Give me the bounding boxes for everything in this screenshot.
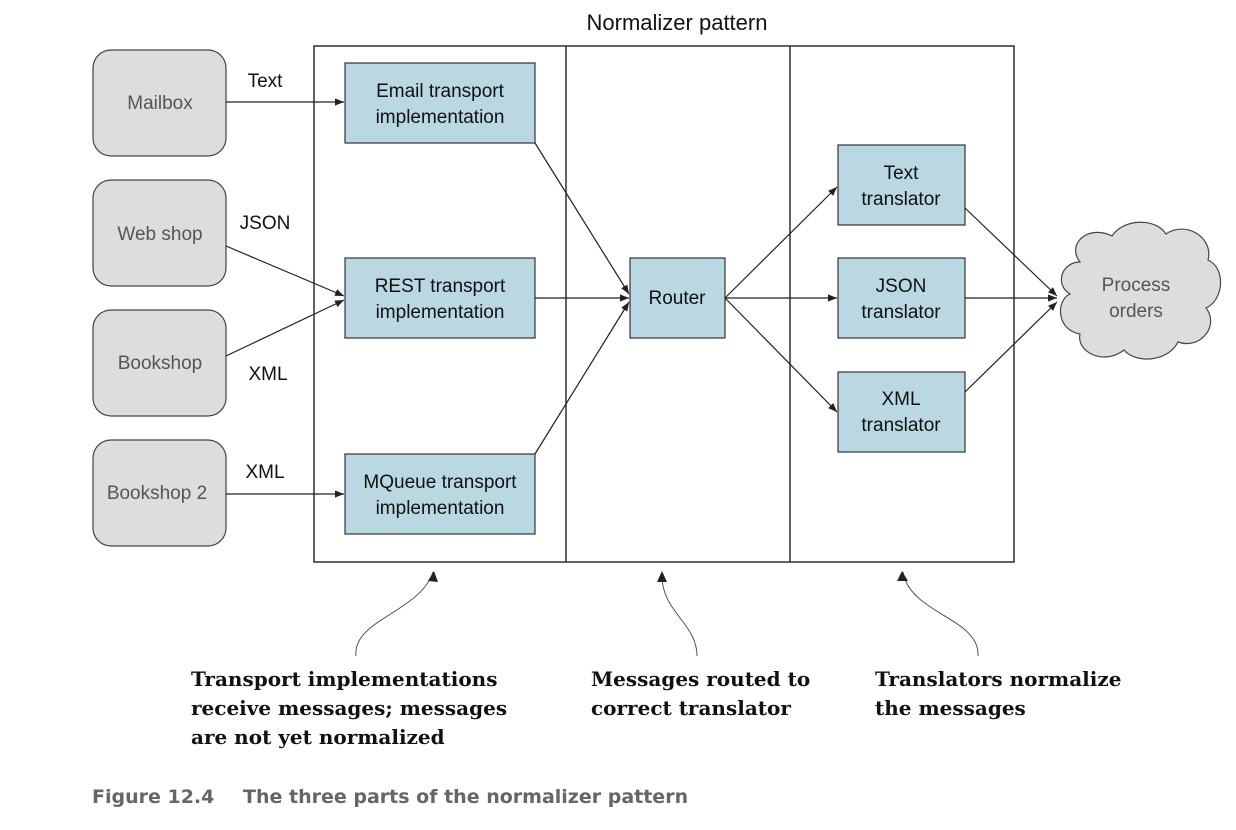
pointer-router-head — [657, 571, 667, 582]
arrow-mqueue-to-router — [534, 301, 630, 455]
source-mailbox-label: Mailbox — [127, 93, 193, 114]
text-translator-label-1: Text — [884, 163, 920, 184]
arrow-email-to-router — [534, 142, 630, 295]
mqueue-transport-label-1: MQueue transport — [363, 472, 517, 493]
arrow-router-to-xml — [724, 297, 838, 413]
pointer-transport-head — [428, 571, 438, 582]
text-translator-label-2: translator — [861, 189, 941, 210]
json-translator-label-1: JSON — [876, 276, 927, 297]
router-box — [629, 257, 726, 339]
source-bookshop-2-label: Bookshop 2 — [107, 483, 207, 504]
email-transport-box — [344, 62, 536, 144]
xml-translator-label-2: translator — [861, 415, 941, 436]
format-label-text: Text — [248, 71, 284, 92]
source-bookshop-2 — [92, 439, 227, 547]
annotation-translators-line-1: Translators normalize — [875, 667, 1121, 691]
json-translator-box — [837, 257, 966, 339]
pointer-router — [661, 571, 698, 657]
arrow-webshop-to-rest — [225, 245, 345, 297]
mqueue-transport-box — [344, 453, 536, 535]
pointer-transport — [355, 571, 434, 657]
annotation-transport-line-3: are not yet normalized — [191, 725, 445, 749]
pattern-frame — [313, 45, 1015, 563]
format-label-json: JSON — [240, 213, 291, 234]
process-orders-label-2: orders — [1109, 301, 1163, 322]
source-web-shop-label: Web shop — [117, 224, 202, 245]
text-translator-box — [837, 144, 966, 226]
json-translator-label-2: translator — [861, 302, 941, 323]
format-label-xml-2: XML — [245, 462, 284, 483]
rest-transport-box — [344, 257, 536, 339]
xml-translator-box — [837, 371, 966, 453]
process-orders-cloud — [1059, 221, 1222, 360]
router-label: Router — [648, 288, 706, 309]
figure-caption-text: The three parts of the normalizer patter… — [243, 786, 688, 808]
rest-transport-label-1: REST transport — [375, 276, 506, 297]
annotation-router-line-1: Messages routed to — [591, 667, 810, 691]
mqueue-transport-label-2: implementation — [376, 498, 505, 519]
source-mailbox — [92, 49, 227, 157]
pointer-translators — [902, 571, 979, 657]
diagram-title: Normalizer pattern — [587, 10, 768, 35]
format-label-xml: XML — [248, 364, 287, 385]
xml-translator-label-1: XML — [881, 389, 920, 410]
annotation-router-line-2: correct translator — [591, 696, 791, 720]
email-transport-label-2: implementation — [376, 107, 505, 128]
source-bookshop-label: Bookshop — [118, 353, 203, 374]
annotation-transport-line-2: receive messages; messages — [191, 696, 507, 720]
rest-transport-label-2: implementation — [376, 302, 505, 323]
arrow-bookshop-to-rest — [225, 299, 345, 357]
arrow-text-to-process — [964, 207, 1058, 297]
arrow-router-to-text — [724, 186, 838, 299]
source-bookshop — [92, 309, 227, 417]
arrow-xml-to-process — [964, 301, 1058, 393]
annotation-translators-line-2: the messages — [875, 696, 1026, 720]
source-web-shop — [92, 179, 227, 287]
annotation-transport-line-1: Transport implementations — [191, 667, 497, 691]
process-orders-label-1: Process — [1102, 275, 1171, 296]
pointer-translators-head — [897, 571, 908, 581]
figure-caption-label: Figure 12.4 — [92, 786, 214, 808]
email-transport-label-1: Email transport — [376, 81, 504, 102]
